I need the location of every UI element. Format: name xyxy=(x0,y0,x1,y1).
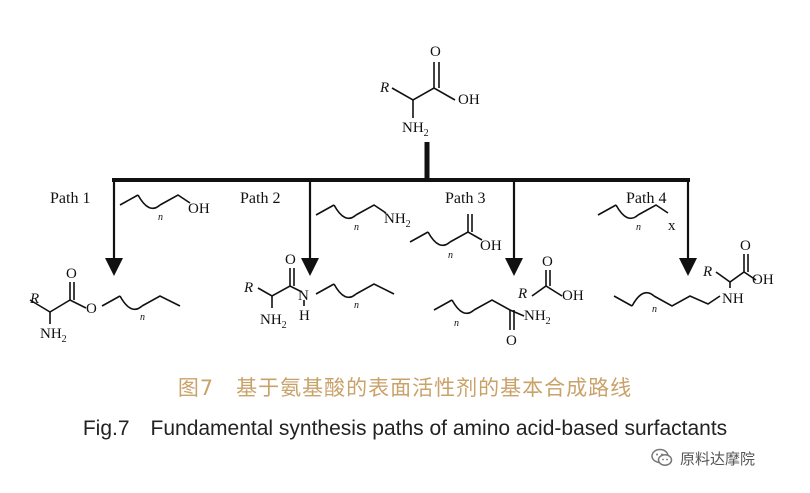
path-3-product-n: n xyxy=(454,318,459,329)
path-1-product-r: R xyxy=(29,291,39,307)
path-3-product: R O OH NH2 O n xyxy=(433,254,584,349)
path-3-reagent: n OH xyxy=(409,214,502,261)
path-1-label: Path 1 xyxy=(50,190,90,207)
path-3-product-r: R xyxy=(517,286,527,302)
path-1-reagent-n: n xyxy=(158,212,163,223)
arrow-path-4 xyxy=(679,258,697,276)
path-2-product-carbonyl-o: O xyxy=(285,252,296,268)
path-4-product-acid: OH xyxy=(752,272,774,288)
start-r-label: R xyxy=(379,80,389,96)
path-4-product: R O OH NH n xyxy=(613,238,774,315)
path-4-label: Path 4 xyxy=(626,190,666,207)
path-4-product-n: n xyxy=(652,304,657,315)
path-4-product-r: R xyxy=(702,264,712,280)
start-amino-acid: R O OH NH2 xyxy=(379,44,480,139)
path-2-product-amine: NH2 xyxy=(260,312,287,331)
path-2-reagent-nh2: NH2 xyxy=(384,211,411,230)
path-3-reagent-oh: OH xyxy=(480,238,502,254)
path-2-label: Path 2 xyxy=(240,190,280,207)
path-3-product-o-top: O xyxy=(542,254,553,270)
path-2-reagent: n NH2 xyxy=(315,204,411,233)
start-amine: NH2 xyxy=(402,120,429,139)
path-2-product-n-atom: N xyxy=(298,288,309,304)
path-2-reagent-n: n xyxy=(354,222,359,233)
path-1-product-carbonyl-o: O xyxy=(66,266,77,282)
path-4-reagent-n: n xyxy=(636,222,641,233)
path-3-product-o-bottom: O xyxy=(506,333,517,349)
watermark-text: 原料达摩院 xyxy=(680,449,756,468)
path-4-product-carbonyl-o: O xyxy=(740,238,751,254)
path-3-label: Path 3 xyxy=(445,190,485,207)
figure-caption-english: Fig.7 Fundamental synthesis paths of ami… xyxy=(82,417,728,440)
path-1-product-n: n xyxy=(140,312,145,323)
path-1-product-ester-o: O xyxy=(86,301,97,317)
path-3-product-amine: NH2 xyxy=(524,308,551,327)
path-3-product-acid: OH xyxy=(562,288,584,304)
arrow-path-2 xyxy=(301,258,319,276)
path-1-product: R O O NH2 n xyxy=(29,266,181,345)
path-3-reagent-n: n xyxy=(448,250,453,261)
start-carbonyl-o: O xyxy=(430,44,441,60)
path-4-product-nh: NH xyxy=(722,291,744,307)
path-1-reagent-oh: OH xyxy=(188,201,210,217)
path-4-reagent-x: x xyxy=(668,218,676,234)
arrow-path-1 xyxy=(105,258,123,276)
start-acid-oh: OH xyxy=(458,92,480,108)
watermark: 原料达摩院 xyxy=(650,446,755,470)
branch-tree xyxy=(105,142,697,276)
path-2-product-n: n xyxy=(354,300,359,311)
path-2-product-r: R xyxy=(243,280,253,296)
path-2-product-h: H xyxy=(299,308,310,324)
figure-caption-chinese: 图7 基于氨基酸的表面活性剂的基本合成路线 xyxy=(177,376,633,400)
wechat-icon xyxy=(651,448,673,466)
path-1-reagent: n OH xyxy=(119,194,210,223)
path-2-product: R O N H NH2 n xyxy=(243,252,395,331)
path-4-reagent: n x xyxy=(597,204,676,234)
path-1-product-amine: NH2 xyxy=(40,326,67,345)
arrow-path-3 xyxy=(505,258,523,276)
